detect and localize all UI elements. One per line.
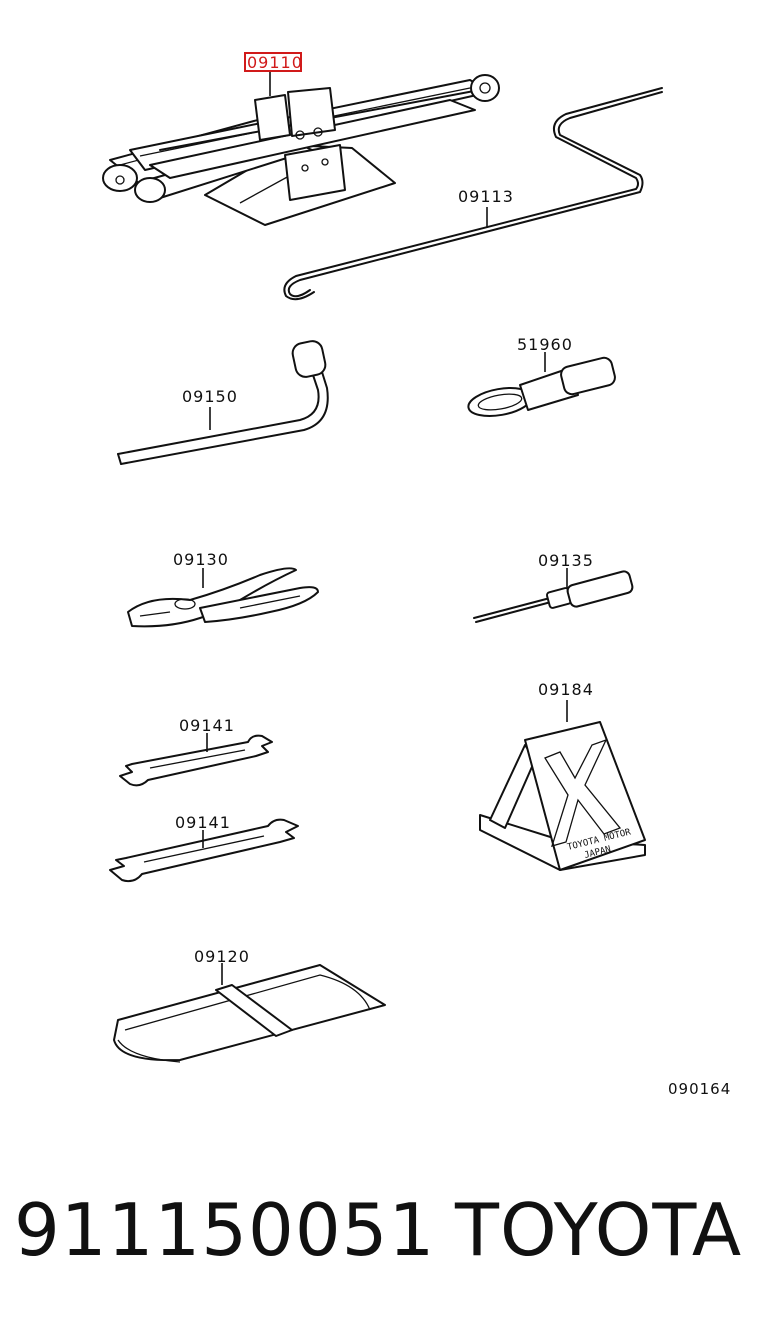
wheel-wrench-drawing[interactable]	[117, 339, 329, 465]
towing-eye-drawing[interactable]	[466, 352, 616, 420]
label-tool-bag[interactable]: 09120	[194, 947, 250, 966]
wrench-large-drawing[interactable]	[109, 818, 299, 883]
label-towing-eye[interactable]: 51960	[517, 335, 573, 354]
label-pliers[interactable]: 09130	[173, 550, 229, 569]
parts-diagram: 09110 09113 09150 51960 09130	[102, 52, 731, 1098]
label-jack[interactable]: 09110	[247, 53, 303, 72]
part-number: 911150051	[14, 1188, 436, 1272]
wrench-small-drawing[interactable]	[119, 733, 273, 787]
label-screwdriver[interactable]: 09135	[538, 551, 594, 570]
scissor-jack-drawing[interactable]	[102, 72, 500, 226]
brand-name: TOYOTA	[455, 1188, 743, 1272]
label-wheel-wrench[interactable]: 09150	[182, 387, 238, 406]
label-wrench-large[interactable]: 09141	[175, 813, 231, 832]
highlight-box	[244, 52, 302, 72]
screwdriver-drawing[interactable]	[473, 568, 634, 623]
figure-code: 090164	[668, 1080, 731, 1098]
tool-bag-drawing[interactable]	[113, 963, 386, 1063]
jack-handle-drawing[interactable]	[283, 87, 663, 301]
label-wrench-small[interactable]: 09141	[179, 716, 235, 735]
label-wheel-block[interactable]: 09184	[538, 680, 594, 699]
label-jack-handle[interactable]: 09113	[458, 187, 514, 206]
wheel-block-drawing[interactable]: TOYOTA MOTOR JAPAN	[479, 700, 646, 871]
pliers-drawing[interactable]	[127, 567, 319, 628]
